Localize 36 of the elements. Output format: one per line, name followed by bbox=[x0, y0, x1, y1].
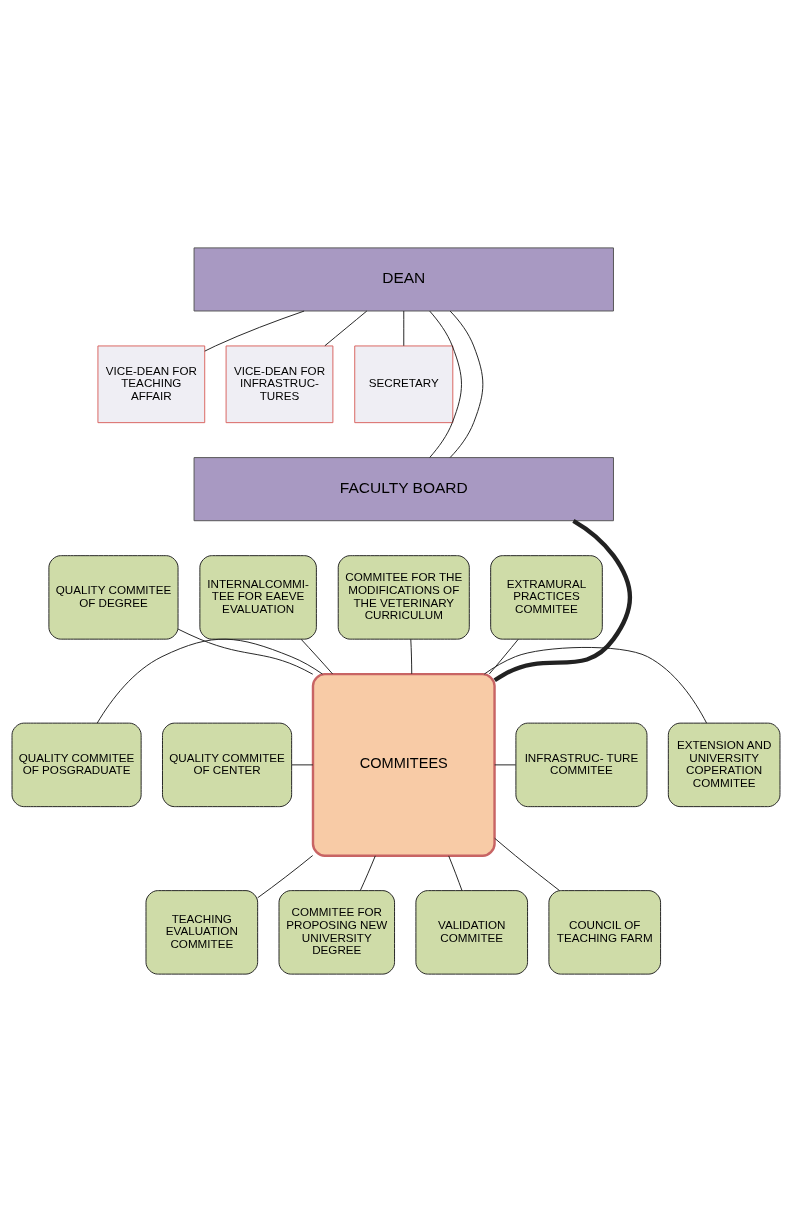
connector bbox=[488, 638, 519, 674]
node-box: COMMITEE FOR THE MODIFICATIONS OF THE VETERINARY CURRICULUM bbox=[337, 554, 470, 640]
connector bbox=[291, 763, 314, 765]
connector bbox=[449, 310, 484, 458]
node-box: INTERNALCOMMI- TEE FOR EAEVE EVALUATION bbox=[199, 554, 317, 640]
node-box: FACULTY BOARD bbox=[193, 456, 614, 521]
connector bbox=[96, 638, 323, 723]
node-box: EXTRAMURAL PRACTICES COMMITEE bbox=[490, 554, 603, 640]
node-box: DEAN bbox=[193, 246, 614, 311]
node-box: EXTENSION AND UNIVERSITY COPERATION COMMITEE bbox=[667, 722, 781, 807]
node-box: QUALITY COMMITEE OF DEGREE bbox=[48, 554, 179, 640]
connector bbox=[204, 310, 305, 352]
connector bbox=[177, 628, 314, 675]
node-box: VALIDATION COMMITEE bbox=[415, 889, 529, 975]
connector bbox=[494, 837, 560, 891]
node-box: COMMITEES bbox=[311, 672, 496, 857]
connector bbox=[494, 763, 517, 765]
node-box: COUNCIL OF TEACHING FARM bbox=[548, 889, 662, 975]
node-box: SECRETARY bbox=[354, 344, 454, 423]
connector bbox=[257, 854, 314, 898]
node-box: QUALITY COMMITEE OF CENTER bbox=[162, 722, 293, 807]
node-box: QUALITY COMMITEE OF POSGRADUATE bbox=[11, 722, 142, 807]
connector bbox=[359, 854, 376, 891]
node-box: INFRASTRUC- TURE COMMITEE bbox=[515, 722, 648, 807]
node-box: COMMITEE FOR PROPOSING NEW UNIVERSITY DEGREE bbox=[278, 889, 396, 975]
node-box: VICE-DEAN FOR INFRASTRUC- TURES bbox=[225, 344, 334, 423]
connector bbox=[403, 310, 405, 346]
node-box: VICE-DEAN FOR TEACHING AFFAIR bbox=[97, 344, 206, 423]
connector bbox=[493, 518, 633, 682]
connector bbox=[324, 310, 368, 346]
node-box: TEACHING EVALUATION COMMITEE bbox=[145, 889, 259, 975]
connector bbox=[429, 310, 462, 458]
connector bbox=[300, 638, 334, 674]
connector bbox=[410, 638, 413, 674]
connector bbox=[483, 646, 708, 724]
connector bbox=[448, 854, 463, 891]
